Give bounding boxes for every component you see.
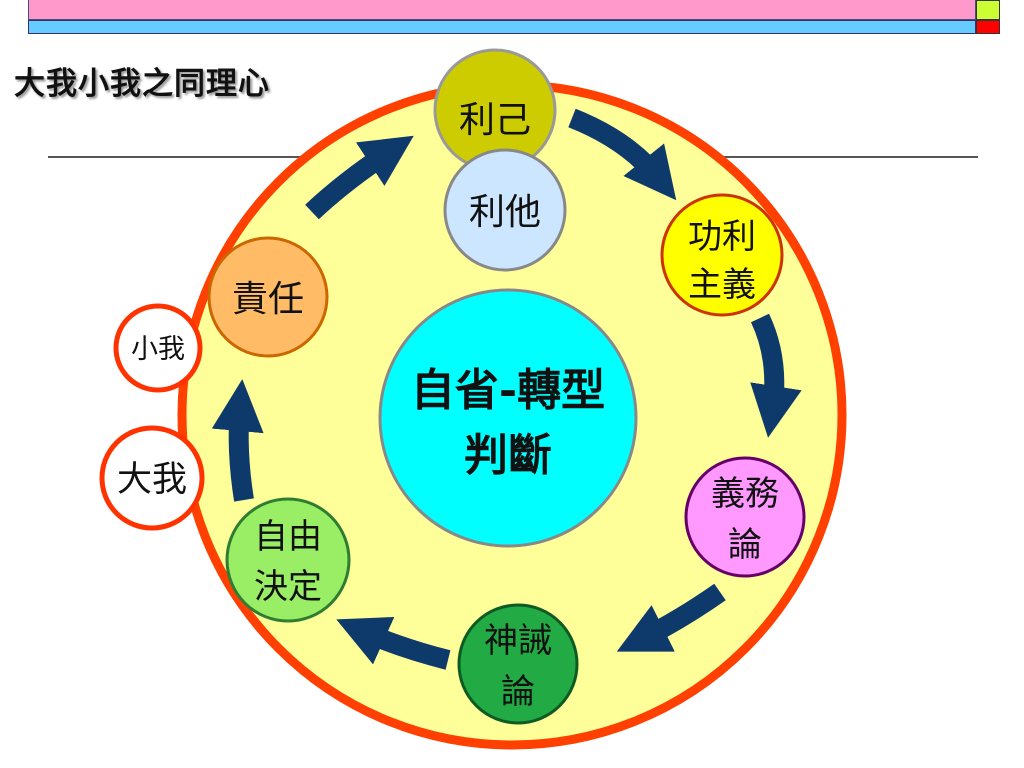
node-shencheng-line1: 神誡 (484, 621, 552, 661)
node-yiwu-line1: 義務 (711, 474, 779, 514)
node-shencheng-line2: 論 (501, 672, 535, 712)
node-zeren-label: 責任 (232, 279, 304, 320)
node-lita-label: 利他 (469, 192, 541, 233)
node-ziyou-line2: 決定 (254, 567, 322, 607)
big-self-label: 大我 (117, 460, 187, 500)
corner-green-square (976, 0, 1000, 20)
arrow-shencheng-to-ziyou (336, 616, 451, 670)
arrow-zeren-to-liji (305, 135, 414, 220)
center-label-line1: 自省-轉型 (411, 365, 605, 416)
node-ziyou (225, 497, 351, 623)
node-yiwu-line2: 論 (728, 525, 762, 565)
corner-red-square (976, 20, 1000, 34)
slide-title: 大我小我之同理心 (14, 66, 270, 102)
arrow-liji-to-gongli (568, 108, 677, 201)
node-gongli-line1: 功利 (688, 217, 756, 257)
small-self-circle (113, 303, 203, 393)
node-gongli (660, 193, 784, 317)
node-liji-label: 利己 (459, 100, 531, 141)
node-ziyou-line1: 自由 (254, 517, 322, 557)
center-label-line2: 判斷 (464, 430, 552, 481)
small-self-label: 小我 (131, 334, 185, 365)
node-gongli-line2: 主義 (688, 265, 756, 305)
header-blue-bar (28, 20, 976, 34)
node-zeren (207, 236, 329, 358)
node-yiwu (684, 456, 806, 578)
node-shencheng (457, 603, 579, 725)
big-self-circle (99, 425, 205, 531)
center-circle (378, 288, 638, 548)
node-lita (443, 148, 567, 272)
header-pink-bar (28, 0, 976, 20)
arrow-ziyou-to-zeren (211, 379, 264, 502)
cycle-arrows (211, 108, 802, 670)
arrow-yiwu-to-shencheng (616, 583, 726, 652)
arrow-gongli-to-yiwu (750, 313, 802, 438)
